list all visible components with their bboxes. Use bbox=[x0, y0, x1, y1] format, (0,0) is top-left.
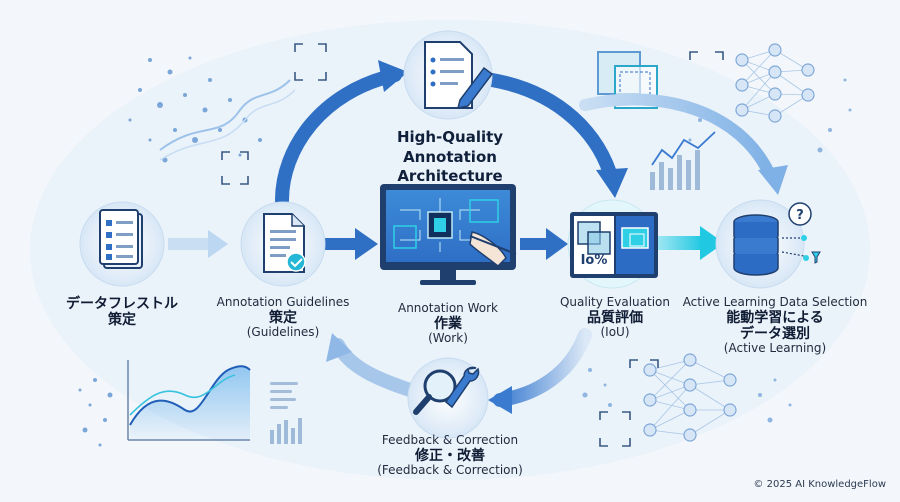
data-list-label: データフレストル 策定 bbox=[66, 296, 178, 329]
quality-evaluation-node bbox=[567, 199, 658, 289]
area-chart-icon bbox=[127, 360, 251, 441]
title-line-1: High-Quality Annotation bbox=[396, 128, 504, 166]
active-learning-node: ? bbox=[715, 199, 821, 289]
arrow-guidelines-to-title bbox=[275, 68, 402, 207]
arrow-work-to-quality bbox=[520, 238, 548, 250]
focus-brackets-top-right bbox=[689, 51, 724, 60]
arrow-head-top-right bbox=[596, 168, 628, 198]
dot-cloud-top-right bbox=[688, 78, 852, 153]
feedback-node bbox=[407, 357, 489, 439]
focus-brackets-bottom-right bbox=[599, 359, 659, 447]
title-line-2: Architecture bbox=[397, 167, 503, 185]
neural-network-icon-top bbox=[735, 43, 815, 123]
dot-cloud-bottom-right bbox=[582, 368, 792, 423]
work-label: Annotation Work 作業 (Work) bbox=[397, 301, 498, 345]
annotation-work-node bbox=[380, 184, 517, 285]
feedback-label: Feedback & Correction 修正・改善 (Feedback & … bbox=[377, 433, 523, 477]
decor-wave-top-left bbox=[159, 79, 291, 151]
copyright-text: © 2025 AI KnowledgeFlow bbox=[753, 479, 886, 490]
decor-wave-top-left-2 bbox=[159, 89, 296, 161]
pen-icon bbox=[456, 66, 494, 109]
arrow-title-to-quality bbox=[485, 73, 619, 187]
arrow-head-active-top bbox=[758, 165, 788, 195]
guidelines-label: Annotation Guidelines 策定 (Guidelines) bbox=[216, 295, 350, 339]
arrow-data-to-guidelines bbox=[168, 238, 208, 250]
arrow-guidelines-to-work bbox=[315, 238, 357, 250]
arrow-head-top-left bbox=[378, 60, 408, 92]
check-badge-icon bbox=[286, 252, 306, 272]
neural-network-icon-bottom bbox=[643, 353, 737, 442]
wrench-icon bbox=[444, 366, 480, 409]
arrow-quality-to-active bbox=[658, 236, 702, 250]
text-lines-icon bbox=[270, 382, 298, 409]
filter-icon bbox=[811, 251, 821, 264]
magnifier-icon bbox=[423, 369, 457, 403]
guidelines-node bbox=[240, 201, 326, 287]
quality-label: Quality Evaluation 品質評価 (IoU) bbox=[559, 295, 670, 339]
database-icon bbox=[733, 214, 779, 276]
data-list-node bbox=[79, 201, 165, 287]
svg-text:?: ? bbox=[796, 208, 804, 223]
focus-brackets-top-left bbox=[221, 43, 327, 185]
question-icon bbox=[788, 202, 812, 226]
active-learning-label: Active Learning Data Selection 能動学習による デ… bbox=[682, 295, 868, 355]
dot-cloud-bottom-left bbox=[78, 378, 113, 447]
doc-pen-node bbox=[403, 30, 494, 120]
arrow-to-active-learning bbox=[579, 93, 776, 181]
mini-bars-bottom-left-icon bbox=[270, 418, 302, 444]
mini-bar-chart-icon bbox=[650, 131, 716, 190]
diagram-title: High-Quality Annotation Architecture bbox=[355, 128, 545, 187]
iou-badge: Io% bbox=[580, 253, 608, 268]
